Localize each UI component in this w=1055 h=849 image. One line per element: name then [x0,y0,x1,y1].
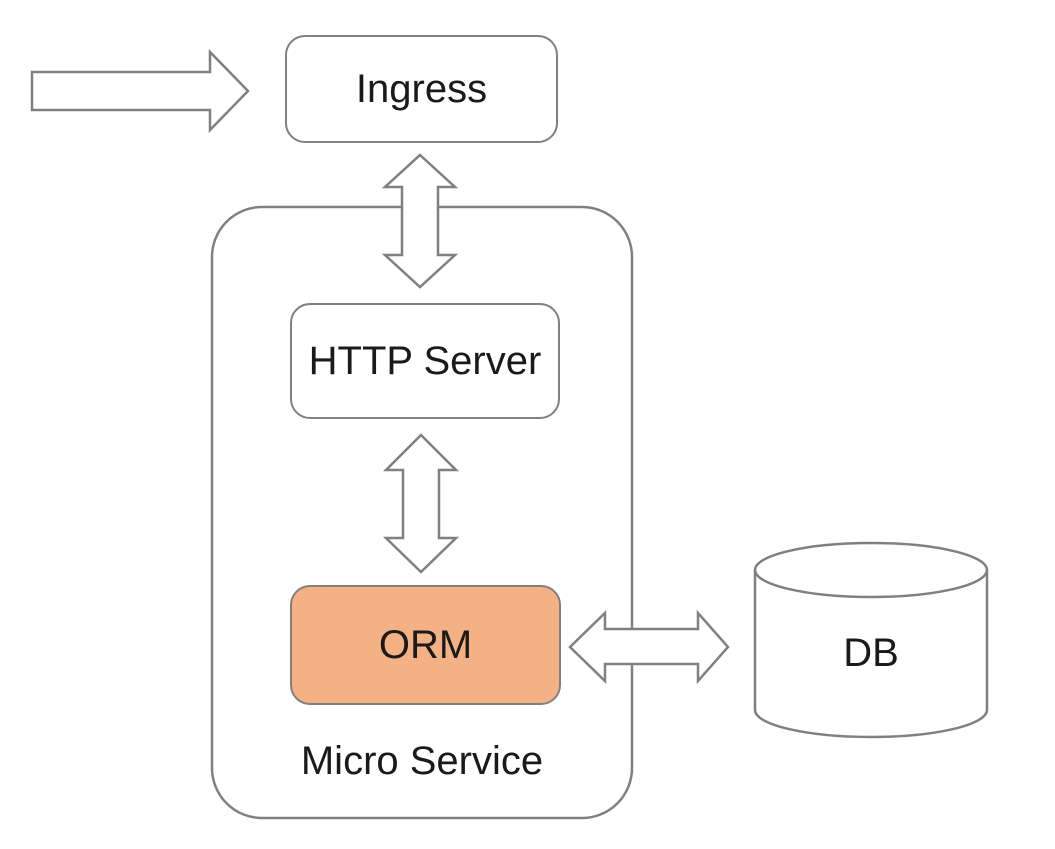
node-ingress-label: Ingress [355,67,488,111]
node-orm-label: ORM [378,623,473,667]
node-ingress: Ingress [285,35,558,143]
ingress-http-arrow-icon [381,153,459,289]
db-label: DB [843,631,899,675]
node-http-server-label: HTTP Server [308,339,542,383]
micro-service-label-wrap: Micro Service [212,735,632,787]
db-label-wrap: DB [755,623,987,683]
orm-db-arrow-icon [568,609,730,685]
micro-service-label: Micro Service [300,739,544,783]
node-http-server: HTTP Server [290,303,560,419]
node-orm: ORM [290,585,561,705]
inbound-arrow-icon [30,48,250,134]
db-cylinder-body [753,570,989,739]
db-cylinder-top [753,541,989,599]
http-orm-arrow-icon [382,433,460,574]
